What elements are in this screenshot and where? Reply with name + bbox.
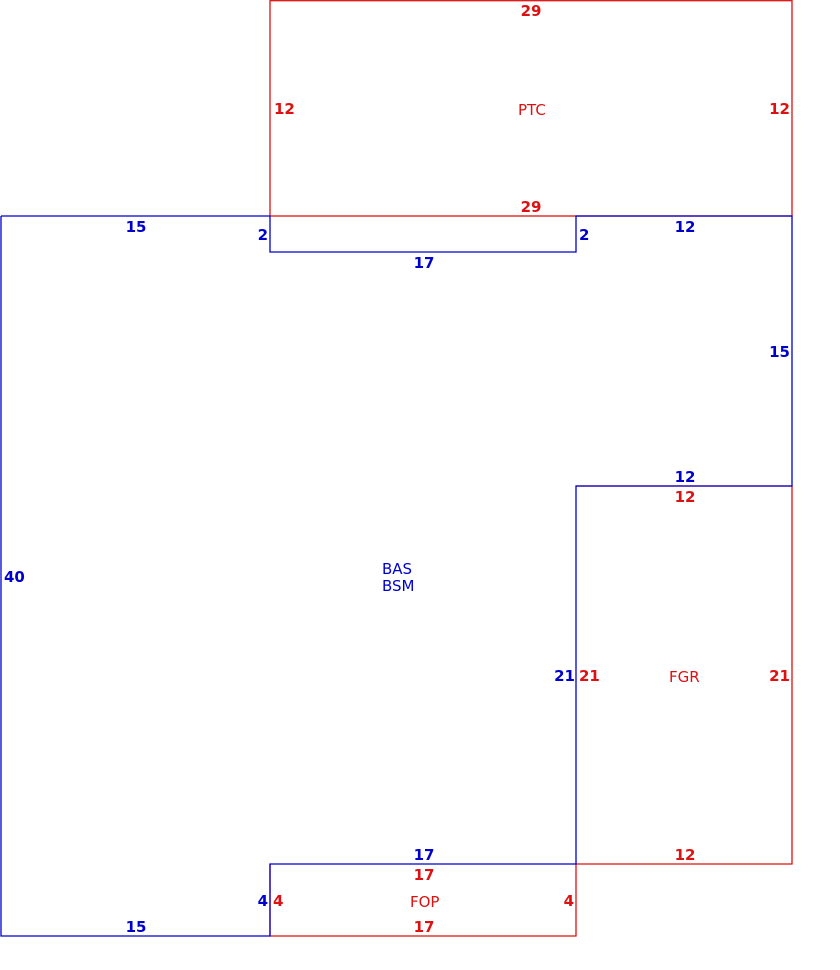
main-step-top-dimension: 12 xyxy=(675,468,696,486)
main-porch-top-dimension: 17 xyxy=(414,846,435,864)
main-right-upper-dimension: 15 xyxy=(769,343,790,361)
main-area-label-bsm: BSM xyxy=(382,577,415,595)
garage-right-dimension: 21 xyxy=(769,667,790,685)
main-notch-left-dimension: 2 xyxy=(258,226,268,244)
main-bottom-left-dimension: 15 xyxy=(126,918,147,936)
main-left-dimension: 40 xyxy=(4,568,25,586)
porch-top-dimension: 17 xyxy=(414,866,435,884)
patio-left-dimension: 12 xyxy=(274,100,295,118)
porch-right-dimension: 4 xyxy=(564,892,574,910)
patio-right-dimension: 12 xyxy=(769,100,790,118)
main-top-left-dimension: 15 xyxy=(126,218,147,236)
main-notch-right-dimension: 2 xyxy=(579,226,589,244)
main-porch-side-dimension: 4 xyxy=(258,892,268,910)
garage-top-dimension: 12 xyxy=(675,488,696,506)
patio-top-dimension: 29 xyxy=(521,2,542,20)
main-building-outline xyxy=(0,215,793,937)
porch-bottom-dimension: 17 xyxy=(414,918,435,936)
patio-outline xyxy=(269,0,793,217)
main-top-right-dimension: 12 xyxy=(675,218,696,236)
main-area-label-bas: BAS xyxy=(382,560,412,578)
patio-area-label: PTC xyxy=(518,101,546,119)
garage-bottom-dimension: 12 xyxy=(675,846,696,864)
garage-area-label: FGR xyxy=(669,668,700,686)
main-step-side-dimension: 21 xyxy=(554,667,575,685)
main-notch-bottom-dimension: 17 xyxy=(414,254,435,272)
patio-bottom-dimension: 29 xyxy=(521,198,542,216)
garage-left-dimension: 21 xyxy=(579,667,600,685)
porch-area-label: FOP xyxy=(410,893,439,911)
porch-left-dimension: 4 xyxy=(273,892,283,910)
